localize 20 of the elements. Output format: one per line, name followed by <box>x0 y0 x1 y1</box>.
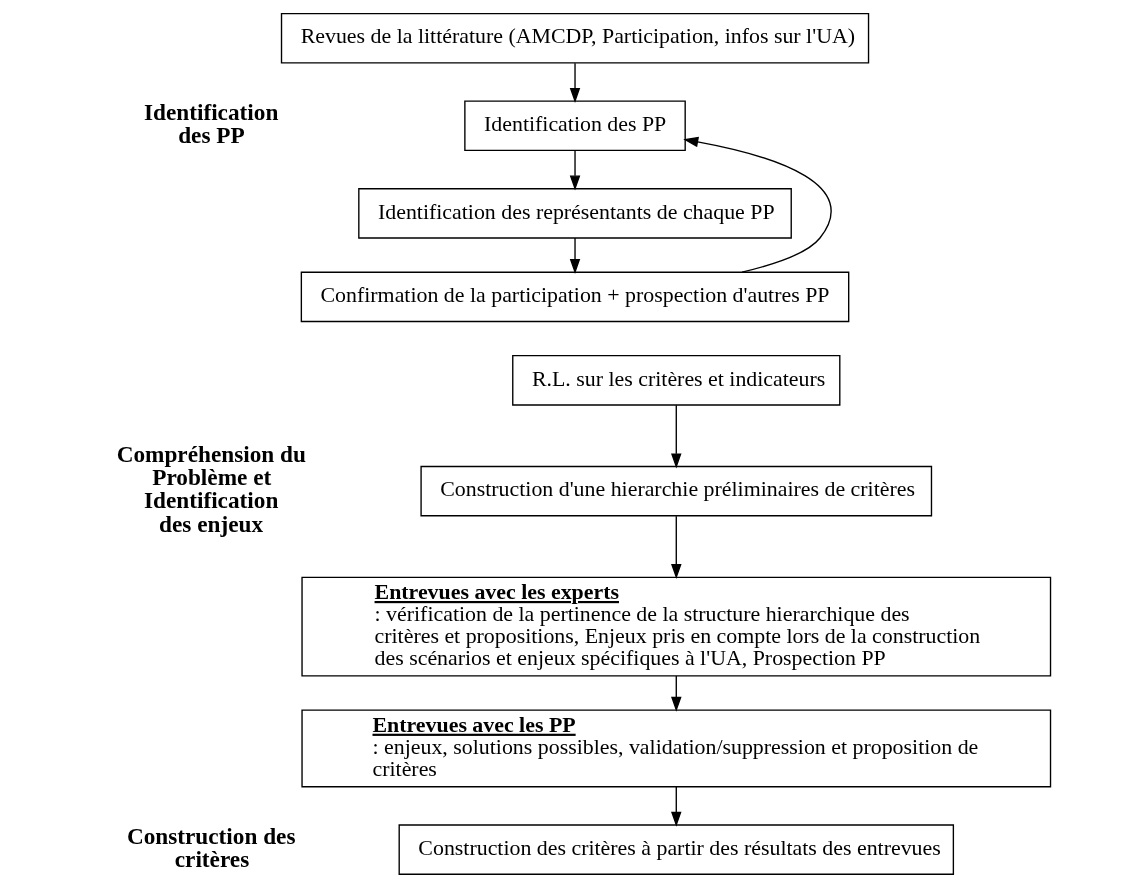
arrow <box>682 136 832 273</box>
arrow <box>670 515 682 580</box>
label: Identification des PP <box>143 98 278 149</box>
node-box: Confirmation de la participation + prospection d'autres PP <box>300 271 849 323</box>
node-box: Entrevues avec les experts : vérification de la pertinence de la structure hierarchique des critères et propositions, Enjeux pris en compte lors de la construction des scénarios et enjeux spécifiques à l'UA, Prospection PP <box>300 576 1051 677</box>
node-box: Entrevues avec les PP : enjeux, solutions possibles, validation/suppression et proposition de critères <box>300 709 1051 788</box>
label: Compréhension du Problème et Identification des enjeux <box>116 440 306 537</box>
arrow <box>670 786 682 827</box>
node-box: Identification des représentants de chaque PP <box>357 188 792 239</box>
arrow <box>670 404 682 469</box>
arrow <box>569 62 580 103</box>
node-box: Identification des PP <box>463 100 686 152</box>
node-box: Construction d'une hierarchie préliminaires de critères <box>419 465 932 517</box>
arrow <box>569 237 580 274</box>
node-box: Construction des critères à partir des résultats des entrevues <box>398 824 954 875</box>
arrow <box>569 150 580 191</box>
node-box: Revues de la littérature (AMCDP, Participation, infos sur l'UA) <box>280 12 869 64</box>
label: Construction des critères <box>126 822 295 872</box>
arrow <box>670 675 682 712</box>
node-box: R.L. sur les critères et indicateurs <box>511 355 840 406</box>
